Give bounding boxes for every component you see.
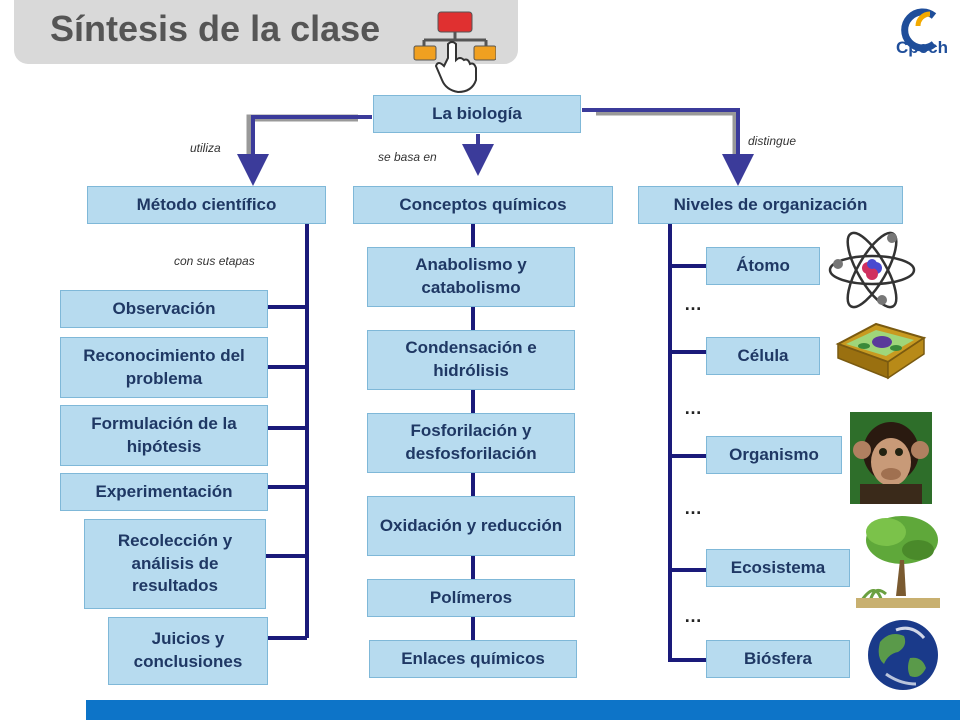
concept-node: Condensación e hidrólisis	[367, 330, 575, 390]
branch-conceptos-label: Conceptos químicos	[399, 194, 567, 214]
step-node: Experimentación	[60, 473, 268, 511]
step-node: Reconocimiento del problema	[60, 337, 268, 398]
step-node: Juicios y conclusiones	[108, 617, 268, 685]
chimpanzee-icon	[850, 412, 932, 504]
level-node: Biósfera	[706, 640, 850, 678]
level-node: Átomo	[706, 247, 820, 285]
connector-distingue: distingue	[748, 134, 797, 148]
concept-node: Oxidación y reducción	[367, 496, 575, 556]
concept-label: Enlaces químicos	[401, 648, 545, 668]
branch-niveles-label: Niveles de organización	[673, 194, 868, 214]
step-node: Observación	[60, 290, 268, 328]
bottom-bar	[86, 700, 960, 720]
root-label: La biología	[432, 103, 522, 123]
concept-node: Fosforilación y desfosforilación	[367, 413, 575, 473]
ellipsis: …	[684, 398, 702, 418]
branch-metodo: Método científico	[87, 186, 326, 224]
connector-se-basa-en: se basa en	[378, 150, 437, 164]
ellipsis: …	[684, 294, 702, 314]
step-label: Observación	[112, 298, 216, 318]
cell-icon	[835, 322, 927, 380]
root-node: La biología	[373, 95, 581, 133]
step-label: Reconocimiento del problema	[83, 345, 245, 388]
concept-node: Polímeros	[367, 579, 575, 617]
level-node: Ecosistema	[706, 549, 850, 587]
step-label: Formulación de la hipótesis	[91, 413, 237, 456]
atom-icon	[828, 231, 916, 309]
concept-label: Anabolismo y catabolismo	[415, 255, 527, 297]
connector-etapas: con sus etapas	[174, 254, 255, 268]
level-label: Célula	[737, 345, 789, 365]
concept-label: Condensación e hidrólisis	[405, 338, 537, 380]
concept-label: Polímeros	[429, 587, 513, 607]
logo-text: Cpech	[896, 38, 948, 57]
ellipsis: …	[684, 498, 702, 518]
step-label: Experimentación	[95, 481, 233, 501]
level-node: Célula	[706, 337, 820, 375]
ellipsis: …	[684, 606, 702, 626]
concept-node: Anabolismo y catabolismo	[367, 247, 575, 307]
earth-icon	[868, 620, 938, 690]
concept-label: Fosforilación y desfosforilación	[405, 421, 537, 463]
tree-icon	[856, 510, 940, 608]
step-node: Recolección y análisis de resultados	[84, 519, 266, 609]
level-label: Biósfera	[743, 648, 813, 668]
level-label: Átomo	[736, 255, 790, 275]
connector-utiliza: utiliza	[190, 141, 221, 155]
level-label: Ecosistema	[730, 557, 826, 577]
step-node: Formulación de la hipótesis	[60, 405, 268, 466]
concept-label: Oxidación y reducción	[379, 515, 563, 535]
concept-node: Enlaces químicos	[369, 640, 577, 678]
branch-metodo-label: Método científico	[136, 194, 277, 214]
hand-pointer-flowchart-icon	[413, 11, 496, 94]
cpech-logo-icon	[901, 8, 937, 52]
branch-conceptos: Conceptos químicos	[353, 186, 613, 224]
level-label: Organismo	[729, 444, 819, 464]
level-node: Organismo	[706, 436, 842, 474]
page-title: Síntesis de la clase	[50, 8, 381, 49]
step-label: Juicios y conclusiones	[133, 629, 243, 671]
branch-niveles: Niveles de organización	[638, 186, 903, 224]
step-label: Recolección y análisis de resultados	[117, 530, 233, 596]
